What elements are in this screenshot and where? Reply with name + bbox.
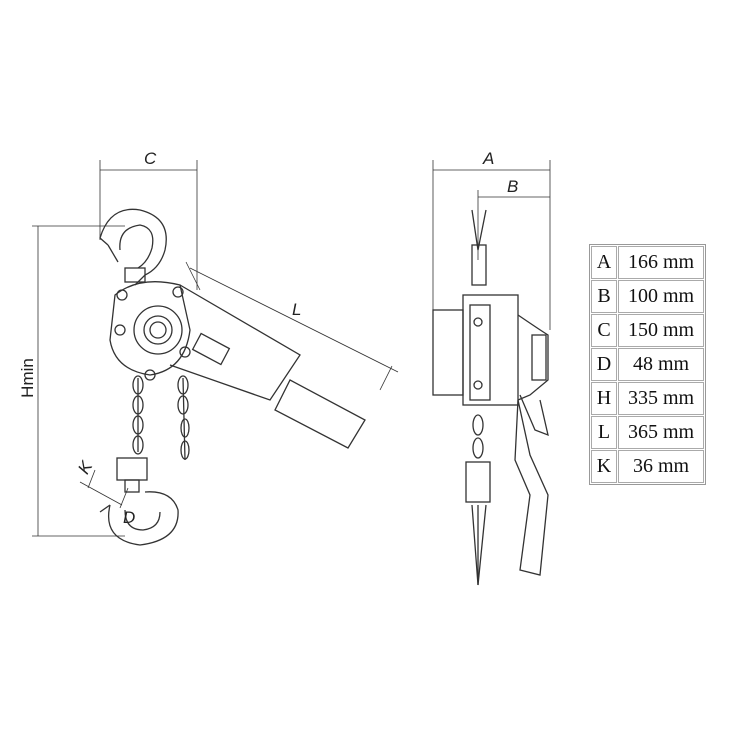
spec-value: 166 mm [618,246,704,279]
dimension-hmin [32,225,125,537]
bottom-hook [99,457,179,546]
spec-key: D [591,348,617,381]
spec-value: 100 mm [618,280,704,313]
spec-key: K [591,450,617,483]
label-d: D [123,508,136,527]
dimension-a [432,160,551,330]
spec-value: 335 mm [618,382,704,415]
spec-key: A [591,246,617,279]
dimension-l [185,261,399,391]
hoist-body [109,281,191,381]
label-c: C [144,149,157,168]
dimension-c [99,160,198,290]
spec-value: 150 mm [618,314,704,347]
spec-value: 36 mm [618,450,704,483]
load-chain [132,375,190,461]
label-l: L [292,300,302,319]
spec-value: 48 mm [618,348,704,381]
spec-value: 365 mm [618,416,704,449]
dimension-b [477,190,550,260]
spec-key: H [591,382,617,415]
label-a: A [483,149,495,168]
dimension-k [79,469,129,509]
top-hook [99,208,167,286]
spec-key: C [591,314,617,347]
lever-handle [169,284,366,449]
label-hmin: Hmin [17,358,37,398]
label-b: B [507,177,519,196]
side-view-hoist [432,209,549,586]
spec-key: L [591,416,617,449]
spec-key: B [591,280,617,313]
